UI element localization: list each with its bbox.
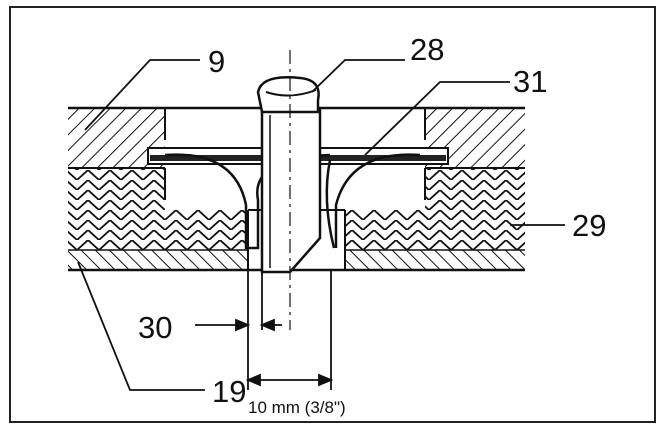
callout-19: 19 — [212, 374, 246, 409]
callout-28: 28 — [410, 32, 444, 67]
callout-30: 30 — [138, 310, 172, 345]
callout-9: 9 — [208, 44, 225, 79]
pin-28 — [256, 50, 322, 330]
callout-29: 29 — [572, 208, 606, 243]
dimension-label: 10 mm (3/8") — [248, 398, 346, 417]
callout-31: 31 — [513, 64, 547, 99]
middle-layer-29 — [68, 167, 525, 250]
bottom-layer-19 — [68, 249, 525, 272]
leader-lines — [77, 59, 565, 391]
